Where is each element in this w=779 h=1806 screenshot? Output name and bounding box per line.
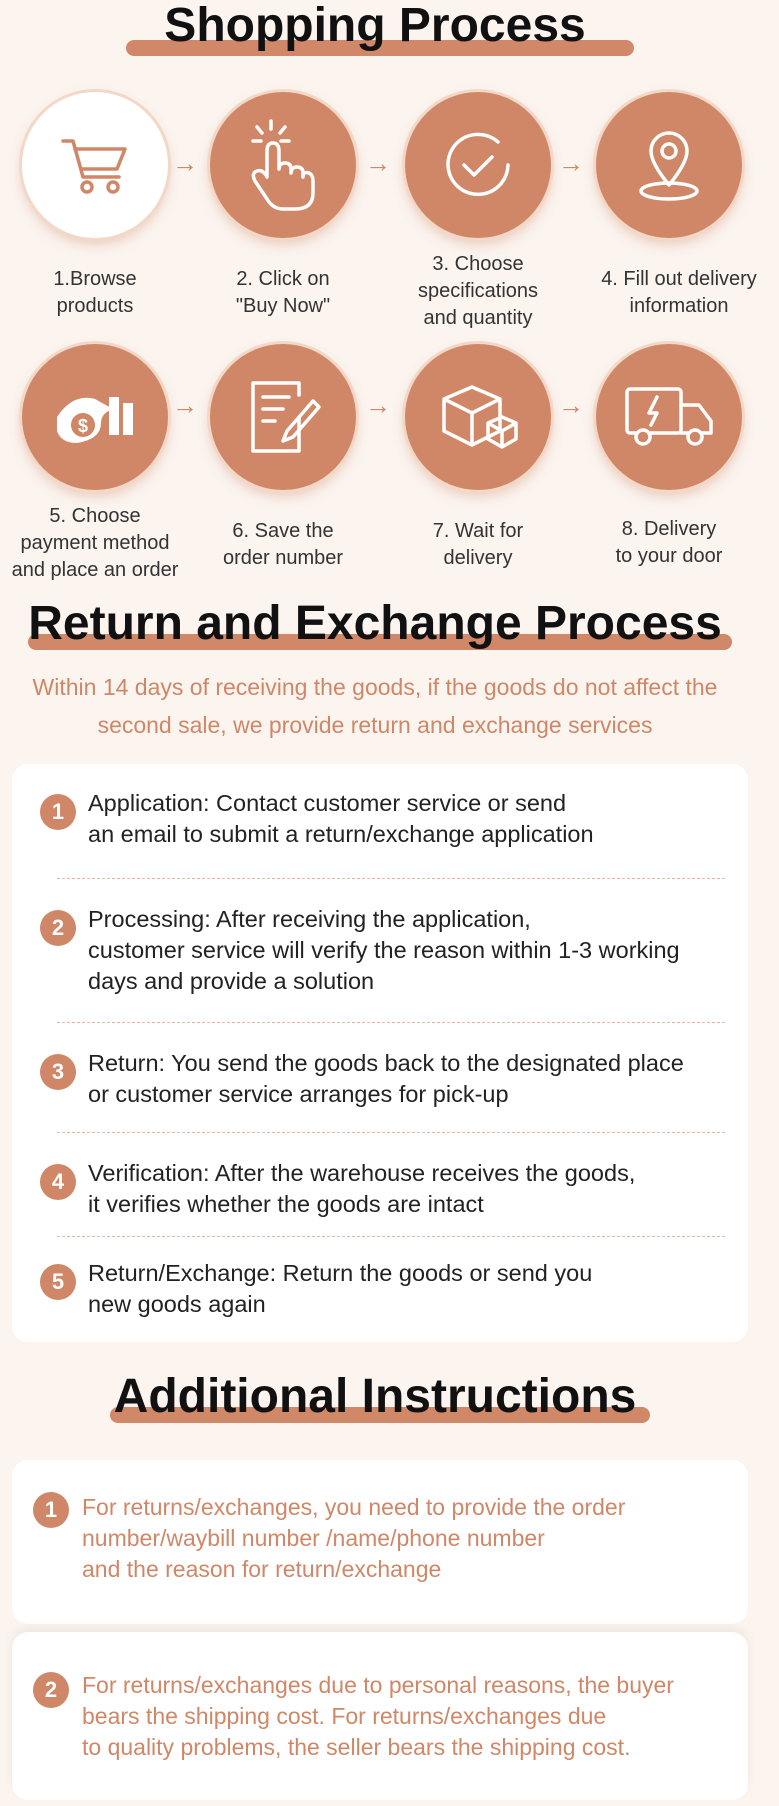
note-number-badge: 1 bbox=[33, 1492, 69, 1528]
divider bbox=[57, 878, 725, 879]
step-circle: $ bbox=[22, 344, 168, 490]
step-circle bbox=[596, 344, 742, 490]
arrow-icon: → bbox=[365, 148, 391, 178]
return-step-text: Return: You send the goods back to the d… bbox=[88, 1050, 684, 1107]
step-number-badge: 1 bbox=[40, 794, 76, 830]
return-process-title: Return and Exchange Process bbox=[28, 597, 722, 650]
delivery-truck-icon bbox=[625, 387, 713, 446]
return-step-text: Application: Contact customer service or… bbox=[88, 790, 594, 847]
document-pen-icon bbox=[251, 381, 321, 453]
svg-text:$: $ bbox=[78, 416, 88, 436]
step-buy-now: 2. Click on"Buy Now" bbox=[188, 92, 378, 317]
step-circle bbox=[22, 92, 168, 238]
shopping-process-title: Shopping Process bbox=[164, 0, 586, 52]
step-label: 2. Click on"Buy Now" bbox=[235, 268, 331, 317]
return-process-header: Return and Exchange Process bbox=[0, 600, 750, 660]
location-pin-icon bbox=[639, 131, 699, 201]
arrow-icon: → bbox=[365, 390, 391, 420]
note-number-badge: 2 bbox=[33, 1672, 69, 1708]
return-policy-note: Within 14 days of receiving the goods, i… bbox=[32, 674, 718, 738]
step-circle bbox=[596, 92, 742, 238]
title-underline bbox=[126, 40, 634, 56]
additional-note-card: 2 For returns/exchanges due to personal … bbox=[12, 1632, 748, 1800]
step-circle bbox=[405, 92, 551, 238]
step-circle bbox=[210, 344, 356, 490]
arrow-icon: → bbox=[558, 148, 584, 178]
step-circle bbox=[405, 344, 551, 490]
check-circle-icon bbox=[446, 132, 510, 197]
package-box-icon bbox=[442, 385, 518, 449]
arrow-icon: → bbox=[558, 390, 584, 420]
additional-note-text: For returns/exchanges due to personal re… bbox=[82, 1672, 674, 1760]
additional-instructions-header: Additional Instructions bbox=[0, 1373, 750, 1433]
step-circle bbox=[210, 92, 356, 238]
shopping-process-header: Shopping Process bbox=[0, 2, 750, 62]
additional-note-text: For returns/exchanges, you need to provi… bbox=[82, 1494, 626, 1582]
shopping-cart-icon bbox=[61, 139, 127, 194]
tap-hand-icon bbox=[251, 119, 315, 211]
additional-note-card: 1 For returns/exchanges, you need to pro… bbox=[12, 1460, 748, 1624]
step-number-badge: 5 bbox=[40, 1264, 76, 1300]
return-step-text: Processing: After receiving the applicat… bbox=[88, 906, 680, 994]
return-step-text: Verification: After the warehouse receiv… bbox=[88, 1160, 636, 1217]
step-number-badge: 4 bbox=[40, 1164, 76, 1200]
step-number-badge: 3 bbox=[40, 1054, 76, 1090]
title-underline bbox=[110, 1407, 650, 1423]
arrow-icon: → bbox=[172, 390, 198, 420]
divider bbox=[57, 1132, 725, 1133]
divider bbox=[57, 1022, 725, 1023]
money-payment-icon: $ bbox=[57, 397, 133, 443]
divider bbox=[57, 1236, 725, 1237]
arrow-icon: → bbox=[172, 148, 198, 178]
step-number-badge: 2 bbox=[40, 910, 76, 946]
additional-instructions-title: Additional Instructions bbox=[113, 1370, 637, 1423]
return-step-text: Return/Exchange: Return the goods or sen… bbox=[88, 1260, 593, 1317]
return-steps-card: 1 Application: Contact customer service … bbox=[12, 764, 748, 1342]
title-underline bbox=[28, 634, 732, 650]
